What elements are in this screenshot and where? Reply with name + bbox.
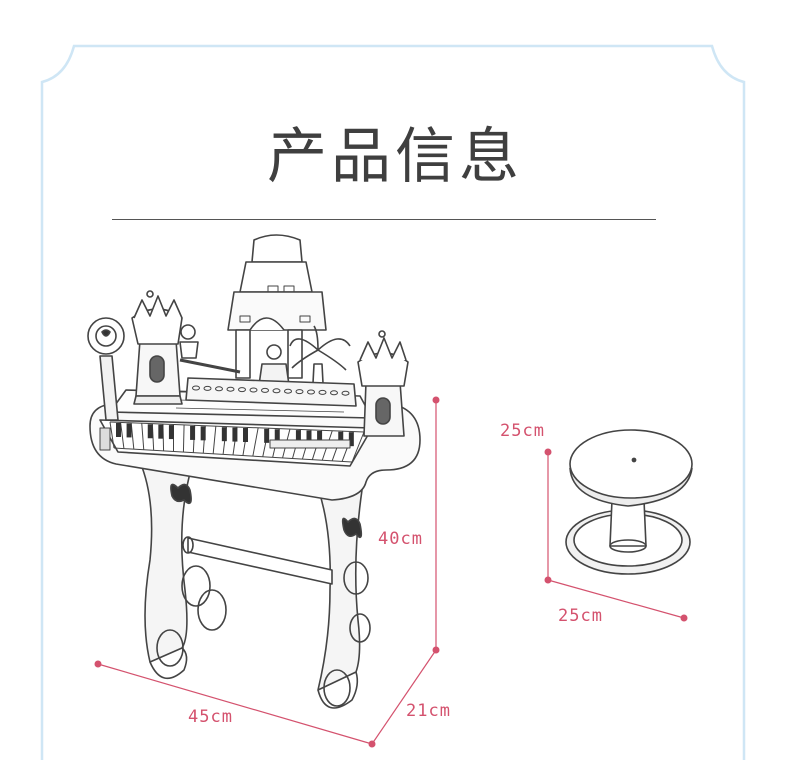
stool-diameter-label: 25cm: [558, 606, 603, 626]
block-stud: [272, 388, 281, 394]
piano-key: [212, 426, 217, 454]
block-stud: [192, 385, 200, 391]
piano-black-key: [306, 430, 312, 445]
block-stud: [249, 387, 258, 393]
stool-height-label: 25cm: [500, 421, 545, 441]
stool: [565, 429, 693, 575]
block-stud: [341, 390, 350, 396]
piano-key: [252, 427, 259, 457]
page-title: 产品信息: [267, 122, 523, 192]
piano-height-label: 40cm: [378, 529, 423, 549]
castle-building-blocks: [179, 234, 357, 407]
microphone: [87, 317, 125, 421]
piano-black-key: [190, 425, 196, 440]
piano-black-key: [116, 423, 121, 437]
piano-black-key: [126, 423, 132, 438]
block-stud: [318, 389, 327, 395]
piano-key: [109, 421, 115, 449]
piano-black-key: [168, 425, 174, 440]
piano-black-key: [221, 427, 227, 442]
block-stud: [238, 387, 246, 393]
block-stud: [330, 390, 338, 396]
block-stud: [226, 386, 235, 392]
piano-legs: [139, 461, 371, 709]
piano-black-key: [348, 432, 354, 447]
piano-black-key: [264, 428, 270, 443]
title-divider: [112, 219, 656, 220]
left-tower: [131, 290, 183, 405]
piano-key: [182, 424, 185, 453]
piano-key: [351, 431, 365, 463]
piano-black-key: [274, 429, 280, 444]
block-stud: [284, 388, 292, 394]
piano-key: [141, 423, 145, 450]
piano-width-label: 45cm: [188, 707, 233, 727]
piano-black-key: [317, 430, 323, 445]
block-stud: [307, 389, 315, 395]
piano-depth-label: 21cm: [406, 701, 451, 721]
piano-black-key: [295, 430, 301, 445]
piano-black-key: [147, 424, 153, 439]
piano-black-key: [232, 427, 238, 442]
right-tower: [357, 330, 409, 437]
block-stud: [215, 386, 223, 392]
piano-key: [120, 422, 125, 449]
piano-black-key: [158, 424, 164, 439]
dimension-lines: [94, 396, 688, 748]
piano-black-key: [243, 428, 248, 442]
block-stud: [261, 387, 269, 393]
piano-black-key: [338, 431, 344, 446]
block-stud: [203, 385, 212, 391]
piano-key: [130, 422, 135, 450]
block-stud: [295, 389, 304, 395]
piano-black-key: [200, 426, 206, 441]
